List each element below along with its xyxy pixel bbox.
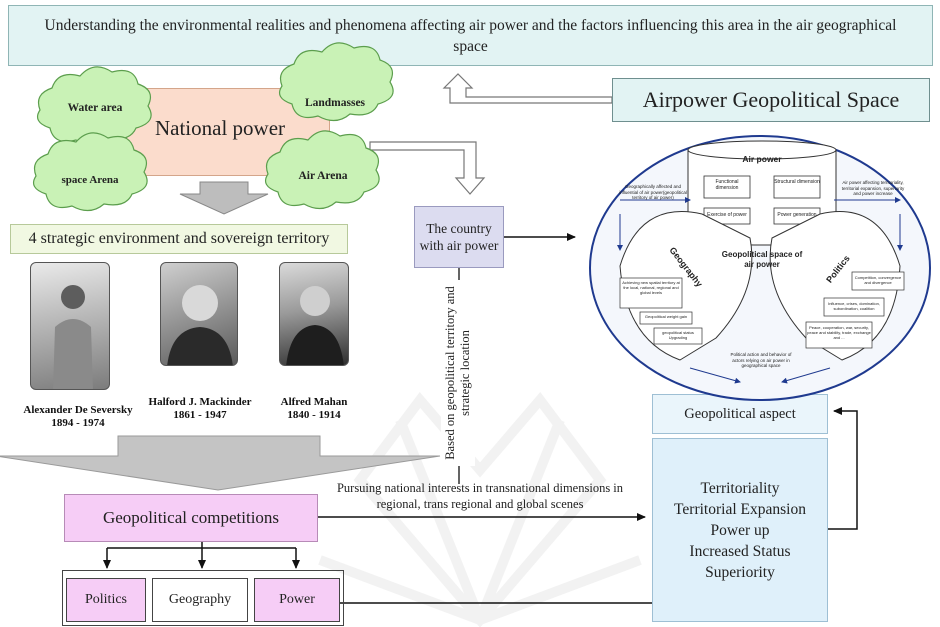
person-mahan-years: 1840 - 1914 bbox=[287, 409, 341, 421]
cloud-space bbox=[33, 132, 148, 212]
top-banner: Understanding the environmental realitie… bbox=[8, 5, 933, 66]
geo-item: Geopolitical weight gain bbox=[644, 314, 688, 319]
cloud-air bbox=[265, 130, 380, 210]
structural-box bbox=[773, 175, 821, 199]
portrait-mahan bbox=[279, 262, 349, 366]
aspect-item: Power up bbox=[710, 521, 770, 539]
aspects-box: Territoriality Territorial Expansion Pow… bbox=[652, 438, 828, 622]
national-power-label: National power bbox=[154, 115, 286, 140]
geo-aspect-box: Geopolitical aspect bbox=[652, 394, 828, 434]
pursuing-text: Pursuing national interests in transnati… bbox=[336, 481, 624, 511]
aspect-item: Superiority bbox=[705, 563, 775, 581]
branch-politics: Politics bbox=[66, 578, 146, 622]
aspect-item: Territoriality bbox=[700, 479, 780, 497]
cloud-air-label: Air Arena bbox=[298, 170, 348, 182]
person-mackinder-name: Halford J. Mackinder bbox=[148, 396, 252, 408]
geo-item: Achieving new spatial territory at the l… bbox=[622, 280, 680, 295]
right-note: Air power affecting territoriality, terr… bbox=[841, 180, 905, 196]
geo-item: geopolitical status Upgrading bbox=[662, 330, 694, 340]
aspect-item: Territorial Expansion bbox=[674, 500, 806, 518]
person-silhouette-icon bbox=[53, 285, 93, 389]
person-mahan-name: Alfred Mahan bbox=[280, 396, 348, 408]
pol-item: Peace, cooperation, war, security, peace… bbox=[807, 325, 871, 340]
background-watermark bbox=[318, 392, 642, 627]
hollow-arrow-up bbox=[442, 73, 613, 104]
cloud-space-label: space Arena bbox=[61, 174, 119, 186]
strategic-environment-box: 4 strategic environment and sovereign te… bbox=[10, 224, 348, 254]
cloud-water-label: Water area bbox=[67, 102, 123, 114]
branch-power: Power bbox=[254, 578, 340, 622]
cloud-land-label: Landmasses bbox=[304, 97, 366, 109]
person-silhouette-icon bbox=[167, 285, 233, 365]
left-note: Geographically affected and influential … bbox=[619, 184, 687, 200]
structural-label: Structural dimension bbox=[774, 179, 820, 185]
bottom-note: Political action and behavior of actors … bbox=[730, 352, 792, 368]
competitions-box: Geopolitical competitions bbox=[64, 494, 318, 542]
hollow-arrow-down bbox=[369, 141, 486, 195]
arrow-feedback-loop bbox=[826, 407, 858, 530]
branch-geography: Geography bbox=[152, 578, 248, 622]
grey-arrow-small bbox=[179, 181, 269, 215]
functional-box bbox=[703, 175, 751, 199]
geo-aspect-label: Geopolitical aspect bbox=[684, 405, 796, 422]
portrait-mackinder bbox=[160, 262, 238, 366]
pol-item: Influence, crises, domination, subordina… bbox=[828, 301, 880, 311]
country-label: The country with air power bbox=[419, 221, 499, 253]
strategic-environment-label: 4 strategic environment and sovereign te… bbox=[28, 230, 330, 247]
generation-label: Power generation bbox=[777, 212, 817, 218]
cloud-land bbox=[279, 42, 394, 122]
top-banner-text: Understanding the environmental realitie… bbox=[44, 16, 897, 55]
grey-arrow-big bbox=[0, 435, 441, 491]
aspect-item: Increased Status bbox=[689, 542, 791, 560]
center-label: Geopolitical space of air power bbox=[721, 250, 803, 269]
branches-container bbox=[62, 570, 344, 626]
competitions-label: Geopolitical competitions bbox=[102, 508, 280, 527]
person-mackinder-years: 1861 - 1947 bbox=[173, 409, 227, 421]
person-seversky-years: 1894 - 1974 bbox=[51, 417, 105, 429]
portrait-seversky bbox=[30, 262, 110, 390]
airpower-space-box: Airpower Geopolitical Space bbox=[612, 78, 930, 122]
person-seversky-name: Alexander De Seversky bbox=[23, 404, 133, 416]
country-box: The country with air power bbox=[414, 206, 504, 268]
exercise-label: Exercise of power bbox=[707, 212, 747, 218]
person-silhouette-icon bbox=[286, 286, 344, 365]
pol-item: Competition, convergence and divergence bbox=[854, 275, 902, 285]
air-power-title: Air power bbox=[742, 154, 782, 164]
airpower-space-label: Airpower Geopolitical Space bbox=[642, 87, 900, 112]
functional-label: Functional dimension bbox=[715, 179, 739, 191]
